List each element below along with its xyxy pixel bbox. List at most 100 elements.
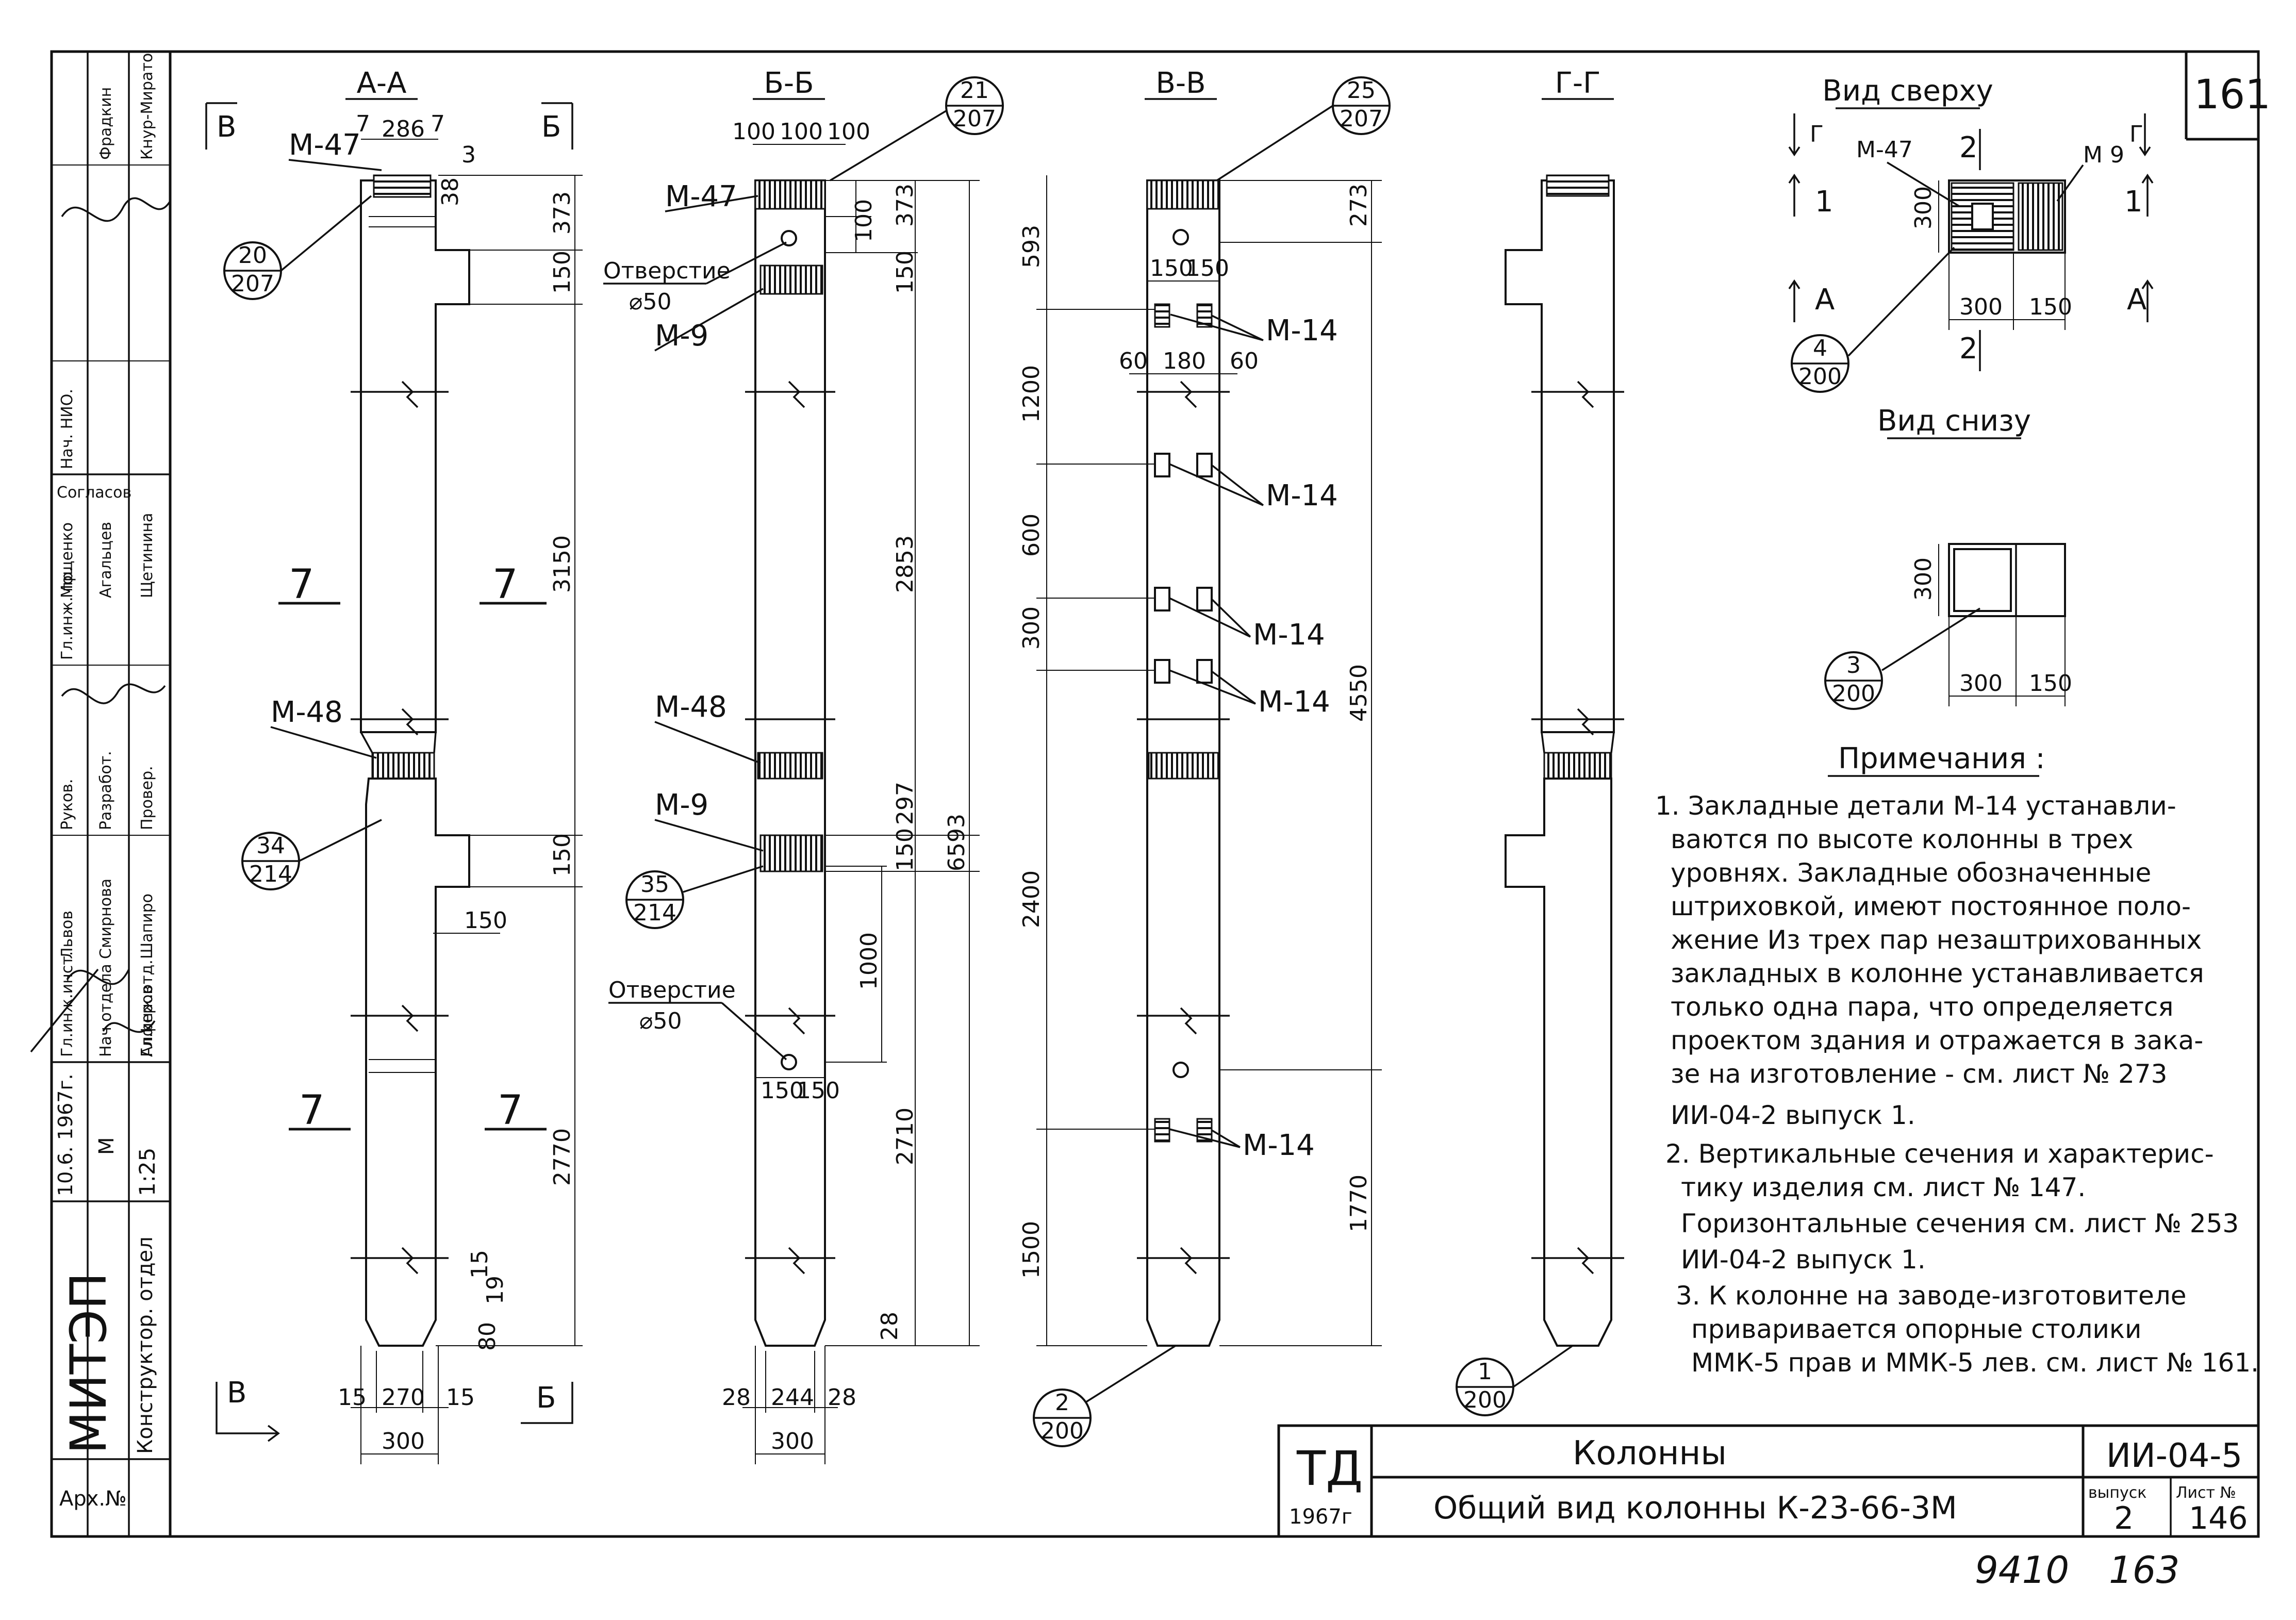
- name-2: Кнур-Мирато: [138, 53, 156, 160]
- note-line-17: ММК-5 прав и ММК-5 лев. см. лист № 161.: [1691, 1348, 2259, 1378]
- signature-scribble: [30, 197, 171, 1053]
- bb-vdim-8: 1000: [856, 932, 882, 990]
- aa-vdim-3: 3150: [549, 535, 575, 593]
- stamp-dept: Конструктор. отдел: [134, 1236, 157, 1454]
- bb-vdim-2: 150: [892, 251, 918, 294]
- note-line-9: зе на изготовление - см. лист № 273: [1671, 1059, 2167, 1089]
- bb-callout-mid-num: 35: [640, 871, 669, 898]
- aa-mark-right-bottom: 7: [498, 1087, 523, 1134]
- vv-lvdim-1: 593: [1018, 225, 1045, 268]
- aa-column-lower: [365, 778, 470, 1347]
- vv-top-hole-dim-2: 150: [1186, 255, 1229, 282]
- top-view-mark-a-left: А: [1815, 283, 1835, 317]
- aa-foot-dim-1: 19: [482, 1276, 508, 1304]
- bottom-view-callout-den: 200: [1832, 681, 1875, 707]
- bb-vdim-3: 373: [892, 184, 918, 227]
- tb-subtitle: Общий вид колонны К-23-66-3М: [1433, 1490, 1957, 1526]
- aa-bottom-dim-2: 270: [382, 1384, 425, 1411]
- vv-hole-top: [1172, 229, 1189, 245]
- aa-left-tag: В: [217, 110, 236, 144]
- bb-vdim-10: 28: [877, 1312, 903, 1341]
- bb-bottom-dim-2: 244: [771, 1384, 814, 1411]
- aa-callout-mid-num: 34: [256, 833, 285, 859]
- aa-mark-right-top: 7: [492, 561, 518, 608]
- vv-callout-bottom-den: 200: [1040, 1418, 1084, 1444]
- aa-side-dim-2: 3: [461, 142, 476, 168]
- vv-label-m14-5: М-14: [1243, 1129, 1315, 1162]
- name-1: Фрадкин: [97, 87, 115, 160]
- aa-foot-dim-2: 80: [474, 1322, 501, 1351]
- corner-sheet-number: 161: [2194, 72, 2271, 118]
- outer-frame: [50, 50, 2260, 1538]
- aa-vdim-1: 150: [549, 251, 575, 294]
- vv-m14-d2: [1196, 659, 1213, 684]
- top-view-m47: [1951, 182, 2014, 251]
- bb-vdim-7: 6593: [944, 814, 970, 871]
- vv-lvdim-4: 300: [1018, 606, 1045, 650]
- note-line-8: проектом здания и отражается в зака-: [1671, 1026, 2203, 1055]
- role-2: Гл.инж. пр.: [58, 567, 76, 660]
- aa-m47-plate: [373, 174, 432, 198]
- note-line-4: штриховкой, имеют постоянное поло-: [1671, 891, 2191, 921]
- bb-m9-plate-top: [759, 265, 823, 295]
- top-view-mark-2-bottom: 2: [1959, 332, 1978, 366]
- tb-org-year: 1967г: [1289, 1505, 1352, 1529]
- top-view: Вид сверху М-47 М 9 Г Г 1 1 А А 2 2 300 …: [1788, 74, 2154, 393]
- stamp-scale: 1:25: [135, 1148, 160, 1196]
- bb-label-m9-mid: М-9: [655, 788, 708, 822]
- note-line-5: жение Из трех пар незаштрихованных: [1671, 925, 2202, 955]
- aa-vdim-4: 150: [549, 833, 575, 877]
- top-view-mark-g-right: Г: [2129, 121, 2143, 147]
- vv-top-plate: [1146, 179, 1220, 210]
- aa-arrow-left: В: [227, 1376, 246, 1410]
- vv-m14-a1: [1154, 303, 1170, 328]
- name-9: Алферов: [138, 985, 156, 1057]
- gg-top-plate: [1546, 174, 1610, 197]
- vv-callout-bottom-num: 2: [1055, 1390, 1069, 1416]
- gg-column-lower: [1505, 778, 1612, 1347]
- title-block: ТД 1967г Колонны Общий вид колонны К-23-…: [1277, 1424, 2260, 1538]
- bb-vdim-6: 297: [892, 782, 918, 825]
- vv-label-m14-4: М-14: [1258, 685, 1330, 719]
- aa-bottom-total: 300: [382, 1428, 425, 1454]
- vv-title: В-В: [1155, 67, 1205, 100]
- role-7: Нач.отдела: [97, 964, 115, 1057]
- note-line-3: уровнях. Закладные обозначенные: [1671, 858, 2151, 888]
- aa-top-dim-3: 7: [431, 111, 445, 137]
- bb-label-m47: М-47: [665, 180, 737, 213]
- aa-callout-top-num: 20: [238, 242, 267, 269]
- handwritten-right: 163: [2109, 1548, 2179, 1592]
- bb-hole-label-top: Отверстие: [603, 258, 731, 284]
- vv-m14-c1: [1154, 587, 1170, 611]
- gg-title: Г-Г: [1555, 67, 1601, 100]
- note-line-6: закладных в колонне устанавливается: [1671, 958, 2204, 988]
- top-view-m9: [2018, 182, 2063, 251]
- bb-hole-dia-top: ⌀50: [629, 289, 671, 315]
- top-view-mark-1-left: 1: [1815, 185, 1834, 219]
- bb-hole-label-bottom: Отверстие: [608, 977, 736, 1003]
- top-view-label-m47: М-47: [1856, 137, 1913, 163]
- notes-title: Примечания :: [1838, 742, 2045, 775]
- aa-top-dim-1: 7: [356, 111, 370, 137]
- bb-callout-mid-den: 214: [633, 900, 676, 926]
- aa-callout-mid-den: 214: [249, 861, 292, 887]
- note-line-15: 3. К колонне на заводе-изготовителе: [1676, 1281, 2186, 1311]
- vv-lvdim-6: 1500: [1018, 1221, 1045, 1279]
- note-line-12: тику изделия см. лист № 147.: [1681, 1172, 2086, 1202]
- note-line-16: приваривается опорные столики: [1691, 1314, 2142, 1344]
- note-line-11: 2. Вертикальные сечения и характерис-: [1665, 1139, 2214, 1169]
- aa-mark-left-bottom: 7: [299, 1087, 325, 1134]
- vv-lvdim-5: 2400: [1018, 870, 1045, 928]
- bottom-view-dim-300-h: 300: [1959, 670, 2003, 697]
- name-7: Смирнова: [97, 879, 115, 959]
- name-5: Щетинина: [138, 513, 156, 598]
- bb-callout-top-den: 207: [953, 106, 996, 132]
- vv-label-m14-3: М-14: [1253, 618, 1325, 652]
- aa-right-tag: Б: [541, 110, 561, 144]
- tb-series: ИИ-04-5: [2106, 1437, 2242, 1475]
- vv-spacing-1: 60: [1119, 348, 1148, 374]
- bb-bottom-dim-1: 28: [722, 1384, 751, 1411]
- aa-top-dim-2: 286: [382, 116, 425, 142]
